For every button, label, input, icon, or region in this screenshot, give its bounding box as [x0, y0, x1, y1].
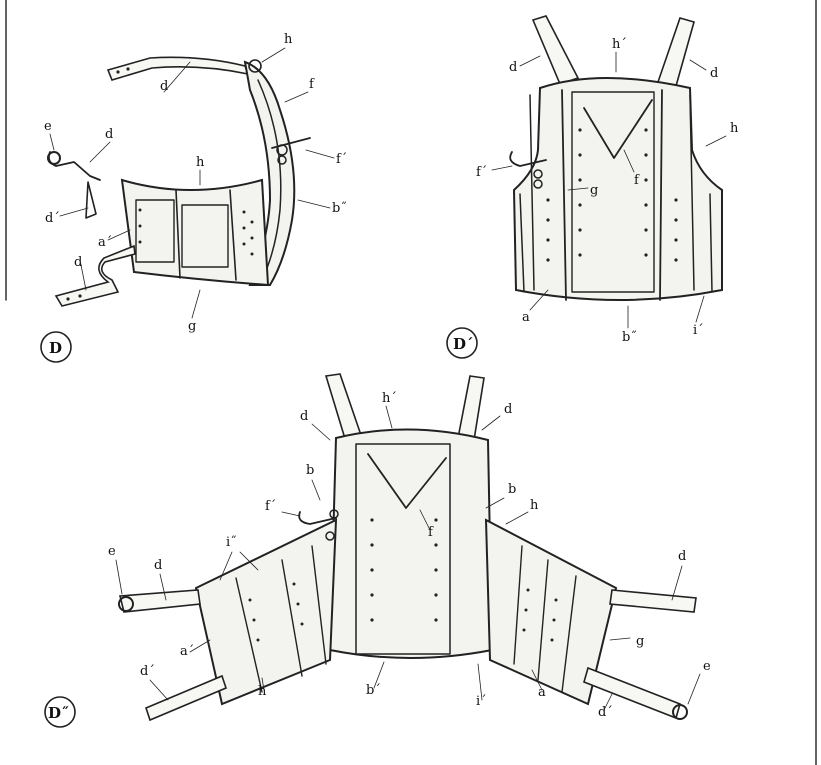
- left-wing: [194, 518, 338, 706]
- figure-d-double-prime: h´ d d b b h f´ f i˝ e d d a´ g d´ h b´ …: [44, 373, 711, 728]
- label-e-left: e: [108, 544, 116, 559]
- label-b-right: b: [508, 482, 516, 497]
- caption-circle-d-prime: [446, 327, 478, 359]
- back-plate: [243, 60, 296, 286]
- label-f: f: [428, 525, 434, 540]
- caption-d-double-prime: D˝: [48, 704, 69, 722]
- label-h: h: [530, 498, 539, 513]
- front-plates: [120, 178, 270, 287]
- label-b-left: b: [306, 463, 314, 478]
- label-d-2: d: [105, 127, 113, 142]
- label-e-right: e: [703, 659, 711, 674]
- label-a: a: [522, 310, 530, 325]
- label-h: h: [284, 32, 293, 47]
- label-a: a: [538, 685, 546, 700]
- caption-circle-d: [40, 331, 72, 363]
- label-h-prime: h´: [612, 37, 627, 52]
- label-b-dprime: b˝: [332, 201, 347, 216]
- label-d-3: d: [74, 255, 82, 270]
- label-g: g: [590, 183, 598, 198]
- label-b-dprime: b˝: [622, 330, 637, 345]
- label-d-prime: d´: [45, 211, 60, 226]
- label-g: g: [188, 319, 196, 334]
- breastplate-body: [512, 77, 723, 301]
- label-f: f: [309, 77, 315, 92]
- label-g: g: [636, 634, 644, 649]
- lower-strap: [54, 244, 136, 307]
- label-h-bottom: h: [258, 684, 267, 699]
- label-a-prime: a´: [180, 644, 194, 659]
- label-d-right: d: [504, 402, 512, 417]
- label-i-prime: i´: [476, 694, 487, 709]
- plate-border: [5, 0, 817, 765]
- label-e: e: [44, 119, 52, 134]
- caption-d: D: [49, 339, 62, 357]
- label-d: d: [160, 79, 168, 94]
- label-i-dprime: i˝: [226, 535, 237, 550]
- figure-d-prime: h´ d d h f´ f g a b˝ i´ D´: [446, 15, 739, 359]
- label-d-strap-left: d: [154, 558, 162, 573]
- label-d-right: d: [710, 66, 718, 81]
- label-d-strap-right: d: [678, 549, 686, 564]
- label-i-prime: i´: [693, 323, 704, 338]
- label-d-left: d: [509, 60, 517, 75]
- label-b-prime: b´: [366, 683, 381, 698]
- label-f-prime: f´: [265, 499, 276, 514]
- label-f: f: [634, 173, 640, 188]
- label-h: h: [730, 121, 739, 136]
- caption-circle-d-double-prime: [44, 696, 76, 728]
- figure-d: h d f e d f´ d´ h b˝ a´ d g D: [40, 32, 347, 363]
- label-f-prime: f´: [336, 152, 347, 167]
- central-plate: [328, 428, 494, 659]
- label-d-prime-right: d´: [598, 705, 613, 720]
- label-h-prime: h´: [382, 391, 397, 406]
- label-h-2: h: [196, 155, 205, 170]
- label-f-prime: f´: [476, 165, 487, 180]
- right-wing: [484, 518, 618, 706]
- caption-d-prime: D´: [453, 335, 474, 353]
- label-d-left: d: [300, 409, 308, 424]
- label-a-prime: a´: [98, 235, 112, 250]
- label-d-prime-left: d´: [140, 664, 155, 679]
